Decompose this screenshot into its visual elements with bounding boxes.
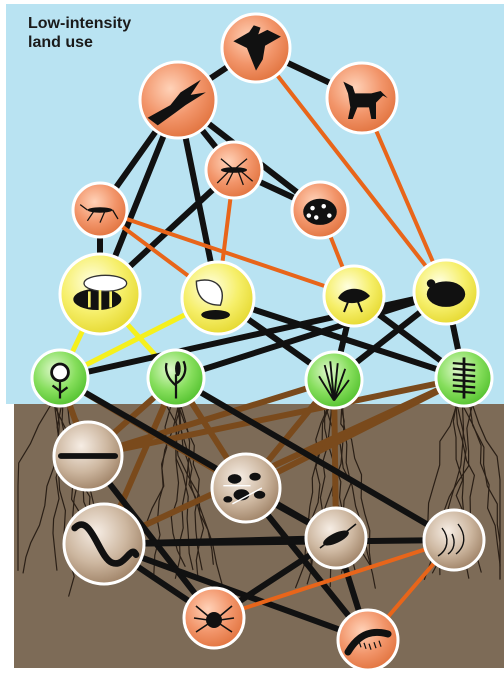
millipede-node-circle [338,610,398,670]
springtail-node [306,508,366,568]
fungi-node [424,510,484,570]
earthworm-node-circle [64,504,144,584]
spider-node [184,588,244,648]
microbes-node-circle [212,454,280,522]
millipede-node [338,610,398,670]
trophic-link-fungi-earthworm [104,540,454,544]
earthworm-node [64,504,144,584]
grass-plant-node [306,352,362,408]
flower-plant-node [32,350,88,406]
bee-node [60,254,140,334]
title-line-2: land use [28,33,131,52]
lacewing-node [73,183,127,237]
conifer-plant-node [436,350,492,406]
microbes-node [212,454,280,522]
diagram-title: Low-intensity land use [28,14,131,52]
herb-plant-node [148,350,204,406]
cranefly-node [206,142,262,198]
raptor-node [222,14,290,82]
vole-node [414,260,478,324]
swallow-node [140,62,216,138]
leafhopper-node [324,266,384,326]
fox-node [327,63,397,133]
ladybird-node [292,182,348,238]
title-line-1: Low-intensity [28,14,131,33]
nematode-node [54,422,122,490]
butterfly-node [182,262,254,334]
ladybird-icon [303,199,337,225]
